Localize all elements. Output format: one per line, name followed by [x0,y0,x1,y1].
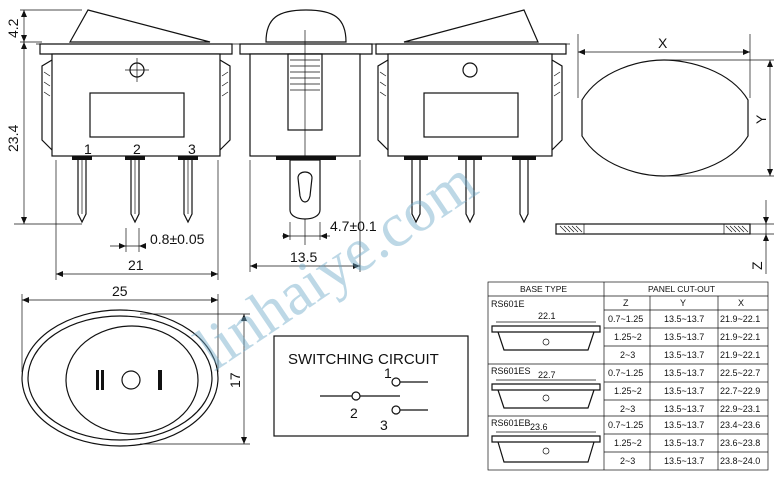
cell-0-1-y: 13.5~13.7 [664,332,704,342]
cell-1-1-z: 1.25~2 [614,386,642,396]
cell-2-1-y: 13.5~13.7 [664,438,704,448]
cell-1-0-y: 13.5~13.7 [664,368,704,378]
cell-0-0-z: 0.7~1.25 [608,314,643,324]
cell-1-1-x: 22.7~22.9 [720,386,760,396]
dim-cutout-x: X [658,35,668,51]
cell-1-0-x: 22.5~22.7 [720,368,760,378]
circuit-label-3: 3 [380,417,388,433]
cell-2-2-y: 13.5~13.7 [664,456,704,466]
pin-label-2: 2 [133,141,141,157]
side-view: 4.7±0.1 13.5 [236,9,377,272]
cell-2-0-z: 0.7~1.25 [608,420,643,430]
height-dimensions: 4.2 23.4 [5,9,82,225]
col-header-x: X [738,298,744,308]
dim-thickness-z: Z [749,261,765,270]
cell-0-1-z: 1.25~2 [614,332,642,342]
side-terminal [289,159,321,220]
switching-circuit: SWITCHING CIRCUIT 1 2 3 [273,335,469,437]
cell-1-2-z: 2~3 [620,404,635,414]
dim-body-width: 21 [128,257,144,273]
circuit-box [273,335,469,437]
front-view: 1 2 3 [36,9,236,224]
pin-label-3: 3 [188,141,196,157]
dim-front-width: 25 [112,283,128,299]
table-cutout-header: PANEL CUT-OUT [648,284,715,294]
model-rs601eb: RS601EB [491,418,531,428]
model-rs601e: RS601E [491,299,525,309]
cell-0-0-y: 13.5~13.7 [664,314,704,324]
cell-1-1-y: 13.5~13.7 [664,386,704,396]
base-sketch [491,321,601,351]
indicator-circle [121,370,141,390]
rear-rocker [403,9,539,43]
base-sketch [491,379,601,409]
panel-cutout: X Y Z [555,34,774,274]
model-rs601es: RS601ES [491,366,531,376]
col-header-z: Z [623,298,629,308]
cell-2-0-x: 23.4~23.6 [720,420,760,430]
cell-2-1-x: 23.6~23.8 [720,438,760,448]
cell-0-2-z: 2~3 [620,350,635,360]
cutout-shape [581,59,749,177]
cell-0-2-x: 21.9~22.1 [720,350,760,360]
cell-1-2-y: 13.5~13.7 [664,404,704,414]
table-base-header: BASE TYPE [520,284,567,294]
pin-label-1: 1 [84,141,92,157]
dim-height-top: 4.2 [5,18,21,38]
panel-cutout-table: BASE TYPE PANEL CUT-OUT Z Y X RS601E 22.… [487,281,769,471]
bezel [39,43,233,55]
cell-0-0-x: 21.9~22.1 [720,314,760,324]
rear-view [372,9,570,224]
cell-0-1-x: 21.9~22.1 [720,332,760,342]
front-width-dimensions: 0.8±0.05 21 [55,160,219,280]
cell-2-0-y: 13.5~13.7 [664,420,704,430]
dim-pin-gap: 0.8±0.05 [150,231,205,247]
dim-height-body: 23.4 [5,125,21,152]
side-bezel [239,43,373,55]
width-rs601eb: 23.6 [530,422,548,432]
circuit-label-2: 2 [350,405,358,421]
rocker-face [65,325,199,435]
lamp-window [89,92,185,138]
cell-2-1-z: 1.25~2 [614,438,642,448]
cell-2-2-z: 2~3 [620,456,635,466]
cell-0-2-y: 13.5~13.7 [664,350,704,360]
panel-section [555,223,751,235]
cell-2-2-x: 23.8~24.0 [720,456,760,466]
cell-1-2-x: 22.9~23.1 [720,404,760,414]
circuit-title: SWITCHING CIRCUIT [288,351,439,368]
bezel-outer [21,309,219,447]
dim-front-height: 17 [227,372,243,388]
side-rocker-dome [265,9,347,43]
dim-side-width: 13.5 [290,249,317,265]
width-rs601es: 22.7 [538,370,556,380]
dim-terminal-width: 4.7±0.1 [330,218,377,234]
rocker-actuator [68,9,211,43]
watermark: linhaiye.com [184,147,489,383]
circuit-label-1: 1 [384,365,392,381]
front-face-view: 25 17 [21,283,250,447]
base-sketch [491,431,601,463]
cell-1-0-z: 0.7~1.25 [608,368,643,378]
dim-cutout-y: Y [753,114,769,124]
col-header-y: Y [680,298,686,308]
width-rs601e: 22.1 [538,311,556,321]
